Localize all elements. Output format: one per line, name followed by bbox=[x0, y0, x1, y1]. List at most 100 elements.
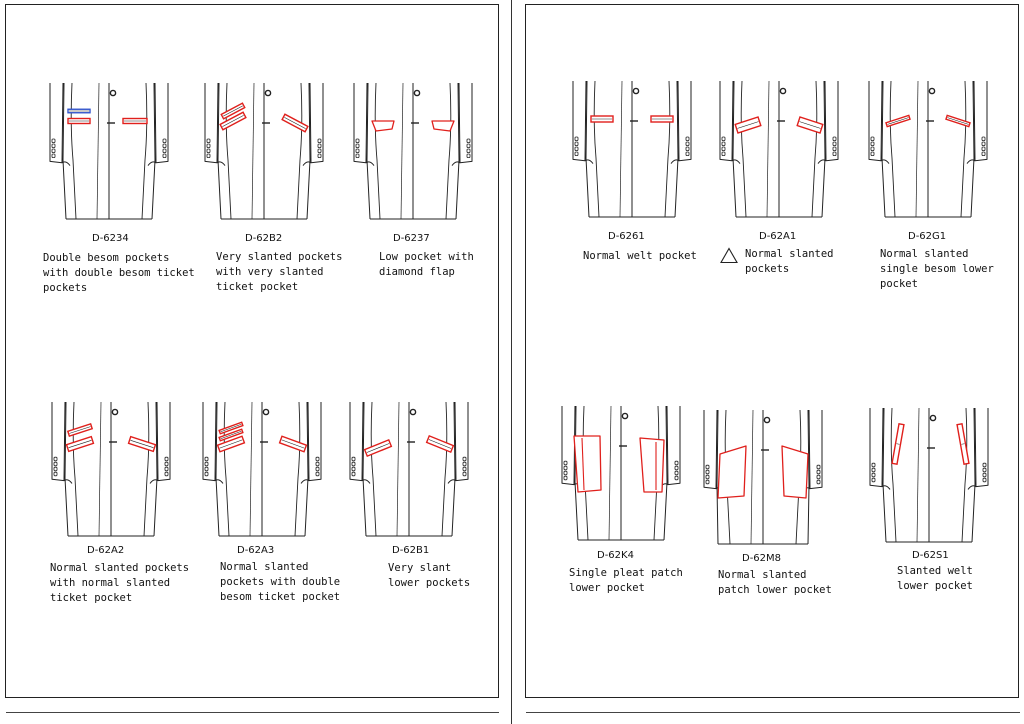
cuff-button bbox=[981, 141, 986, 146]
cuff-button bbox=[674, 475, 679, 481]
cuff-button bbox=[204, 456, 209, 462]
cuff-button bbox=[51, 143, 56, 148]
right-sleeve bbox=[666, 406, 681, 486]
style-code: D-62A3 bbox=[237, 545, 275, 556]
cuff-button bbox=[162, 153, 167, 158]
button-icon bbox=[779, 87, 787, 95]
right-panel-line bbox=[811, 81, 818, 218]
cuff-button bbox=[816, 474, 821, 480]
cuff-button bbox=[164, 461, 169, 467]
style-description: Very slant lower pockets bbox=[388, 562, 471, 589]
front-dart-left bbox=[915, 81, 919, 218]
cuff-button bbox=[981, 136, 986, 141]
style-code: D-62M8 bbox=[742, 553, 782, 564]
cuff-button bbox=[462, 466, 467, 472]
right-panel-line bbox=[960, 81, 967, 218]
cuff-button bbox=[685, 151, 690, 156]
ticket-pocket bbox=[66, 423, 94, 437]
slanted-pocket bbox=[734, 116, 762, 134]
slanted-pocket bbox=[425, 434, 455, 454]
right-panel-line bbox=[296, 83, 303, 220]
coat-front-sketch bbox=[353, 83, 473, 220]
cuff-button bbox=[982, 472, 987, 478]
button-icon bbox=[111, 408, 119, 416]
left-sleeve bbox=[51, 402, 66, 482]
style-description: Normal slanted pockets bbox=[745, 248, 834, 275]
right-sleeve bbox=[307, 402, 322, 482]
besom-pocket bbox=[122, 117, 148, 125]
cuff-button bbox=[563, 470, 568, 476]
besom-pocket bbox=[67, 117, 91, 125]
cuff-button bbox=[721, 146, 726, 151]
coat-front-sketch bbox=[204, 83, 324, 220]
coat-front-sketch bbox=[868, 81, 988, 218]
cuff-button bbox=[355, 143, 360, 148]
garment-sketch-d62a3 bbox=[201, 402, 323, 540]
cuff-button bbox=[51, 148, 56, 153]
cuff-button bbox=[574, 136, 579, 141]
cuff-button bbox=[51, 153, 56, 158]
front-dart-left bbox=[249, 402, 253, 537]
cuff-button bbox=[51, 138, 56, 143]
button-icon bbox=[763, 416, 771, 424]
right-sleeve bbox=[824, 81, 839, 162]
right-side-seam bbox=[304, 402, 309, 537]
cuff-button bbox=[317, 143, 322, 148]
left-side-seam bbox=[62, 83, 67, 220]
style-description: Double besom pockets with double besom t… bbox=[43, 252, 195, 294]
cuff-button bbox=[871, 472, 876, 478]
button-icon bbox=[413, 89, 421, 97]
patch-pocket bbox=[717, 445, 747, 499]
coat-front-sketch bbox=[49, 83, 169, 220]
cuff-button bbox=[674, 460, 679, 466]
left-sleeve bbox=[719, 81, 734, 162]
bottom-rule-left bbox=[6, 712, 499, 713]
cuff-button bbox=[870, 146, 875, 151]
slanted-pocket bbox=[278, 435, 308, 453]
right-panel-line bbox=[143, 402, 150, 537]
right-panel-line bbox=[294, 402, 301, 537]
triangle-icon bbox=[720, 247, 738, 264]
left-sleeve bbox=[703, 410, 718, 490]
cuff-button bbox=[574, 146, 579, 151]
left-panel-line bbox=[370, 402, 377, 537]
right-sleeve bbox=[974, 408, 989, 488]
style-code: D-6237 bbox=[393, 233, 430, 244]
right-side-seam bbox=[663, 406, 668, 541]
patch-pocket bbox=[781, 445, 809, 499]
left-sleeve bbox=[572, 81, 587, 162]
right-sleeve bbox=[156, 402, 171, 482]
cuff-button bbox=[355, 138, 360, 143]
right-side-seam bbox=[821, 81, 826, 218]
cuff-button bbox=[204, 466, 209, 472]
style-description: Normal slanted pockets with normal slant… bbox=[50, 562, 190, 604]
coat-front-sketch bbox=[572, 81, 692, 218]
garment-sketch-d6237 bbox=[352, 83, 474, 223]
left-sleeve bbox=[204, 83, 219, 164]
garment-sketch-d62b2 bbox=[203, 83, 325, 223]
right-side-seam bbox=[674, 81, 679, 218]
cuff-button bbox=[317, 148, 322, 153]
coat-front-sketch bbox=[51, 402, 171, 537]
ticket-pocket bbox=[218, 428, 244, 442]
welt-pocket bbox=[891, 423, 905, 465]
right-side-seam bbox=[153, 402, 158, 537]
cuff-button bbox=[315, 471, 320, 477]
right-panel-line bbox=[664, 81, 671, 218]
button-icon bbox=[262, 408, 270, 416]
right-side-seam bbox=[451, 402, 456, 537]
left-panel-line bbox=[593, 81, 600, 218]
left-sleeve bbox=[868, 81, 883, 162]
cuff-button bbox=[53, 466, 58, 472]
cuff-button bbox=[164, 471, 169, 477]
garment-sketch-d62m8 bbox=[702, 410, 824, 548]
slanted-pocket bbox=[363, 438, 393, 458]
cuff-button bbox=[982, 477, 987, 483]
right-sleeve bbox=[154, 83, 169, 164]
front-dart-left bbox=[400, 83, 404, 220]
cuff-button bbox=[832, 146, 837, 151]
left-sleeve bbox=[353, 83, 368, 164]
front-dart-left bbox=[619, 81, 623, 218]
ticket-pocket bbox=[218, 421, 244, 435]
cuff-button bbox=[355, 153, 360, 158]
